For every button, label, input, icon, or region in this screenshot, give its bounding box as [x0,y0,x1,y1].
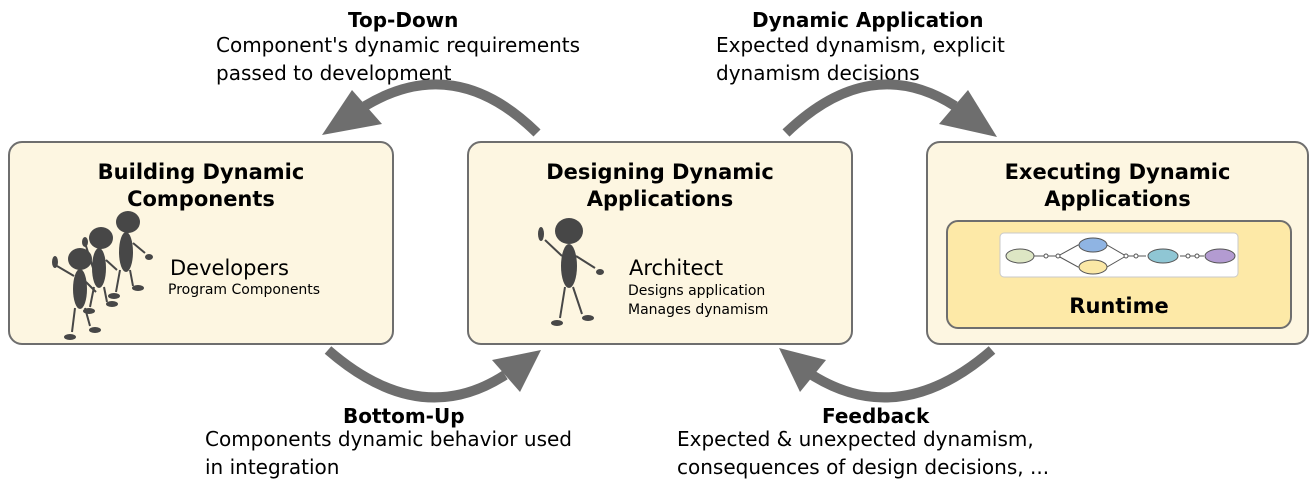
building-components-box: Building Dynamic Components Developers P… [8,141,394,345]
top-down-arrow [322,79,541,137]
building-title-line1: Building Dynamic [97,160,305,184]
node-teal [1147,248,1179,264]
node-yellow [1078,259,1108,275]
bottom-up-desc-line2: in integration [205,455,340,479]
developers-figures-icon [52,211,153,340]
architect-sublabel-1: Designs application [628,283,766,299]
architect-sublabel-2: Manages dynamism [628,302,769,318]
executing-title-line2: Applications [1044,187,1191,211]
dynamic-application-title: Dynamic Application [752,8,984,32]
architect-figure-icon [538,218,604,326]
designing-title-line1: Designing Dynamic [546,160,774,184]
developers-label: Developers [170,256,289,280]
node-purple [1204,248,1236,264]
feedback-arrow [779,346,996,403]
dynamic-application-arrow [782,79,997,137]
top-down-desc-line1: Component's dynamic requirements [216,33,581,57]
runtime-label: Runtime [1069,294,1169,318]
developers-sublabel: Program Components [168,282,321,298]
bottom-up-title: Bottom-Up [343,404,465,428]
node-blue [1078,237,1108,253]
runtime-workflow-diagram [999,232,1239,278]
architect-label: Architect [629,256,724,280]
designing-box-title: Designing Dynamic Applications [469,159,851,213]
executing-title-line1: Executing Dynamic [1004,160,1231,184]
designing-applications-box: Designing Dynamic Applications Architect… [467,141,853,345]
node-green [1005,248,1035,264]
bottom-up-arrow [324,346,541,403]
top-down-desc-line2: passed to development [216,61,452,85]
building-title-line2: Components [127,187,275,211]
bottom-up-desc-line1: Components dynamic behavior used [205,427,572,451]
feedback-title: Feedback [822,404,930,428]
dynamic-application-desc-line1: Expected dynamism, explicit [716,33,1005,57]
executing-box-title: Executing Dynamic Applications [928,159,1307,213]
building-box-title: Building Dynamic Components [10,159,392,213]
designing-title-line2: Applications [586,187,734,211]
top-down-title: Top-Down [348,8,459,32]
feedback-desc-line1: Expected & unexpected dynamism, [677,427,1034,451]
feedback-desc-line2: consequences of design decisions, ... [677,455,1050,479]
